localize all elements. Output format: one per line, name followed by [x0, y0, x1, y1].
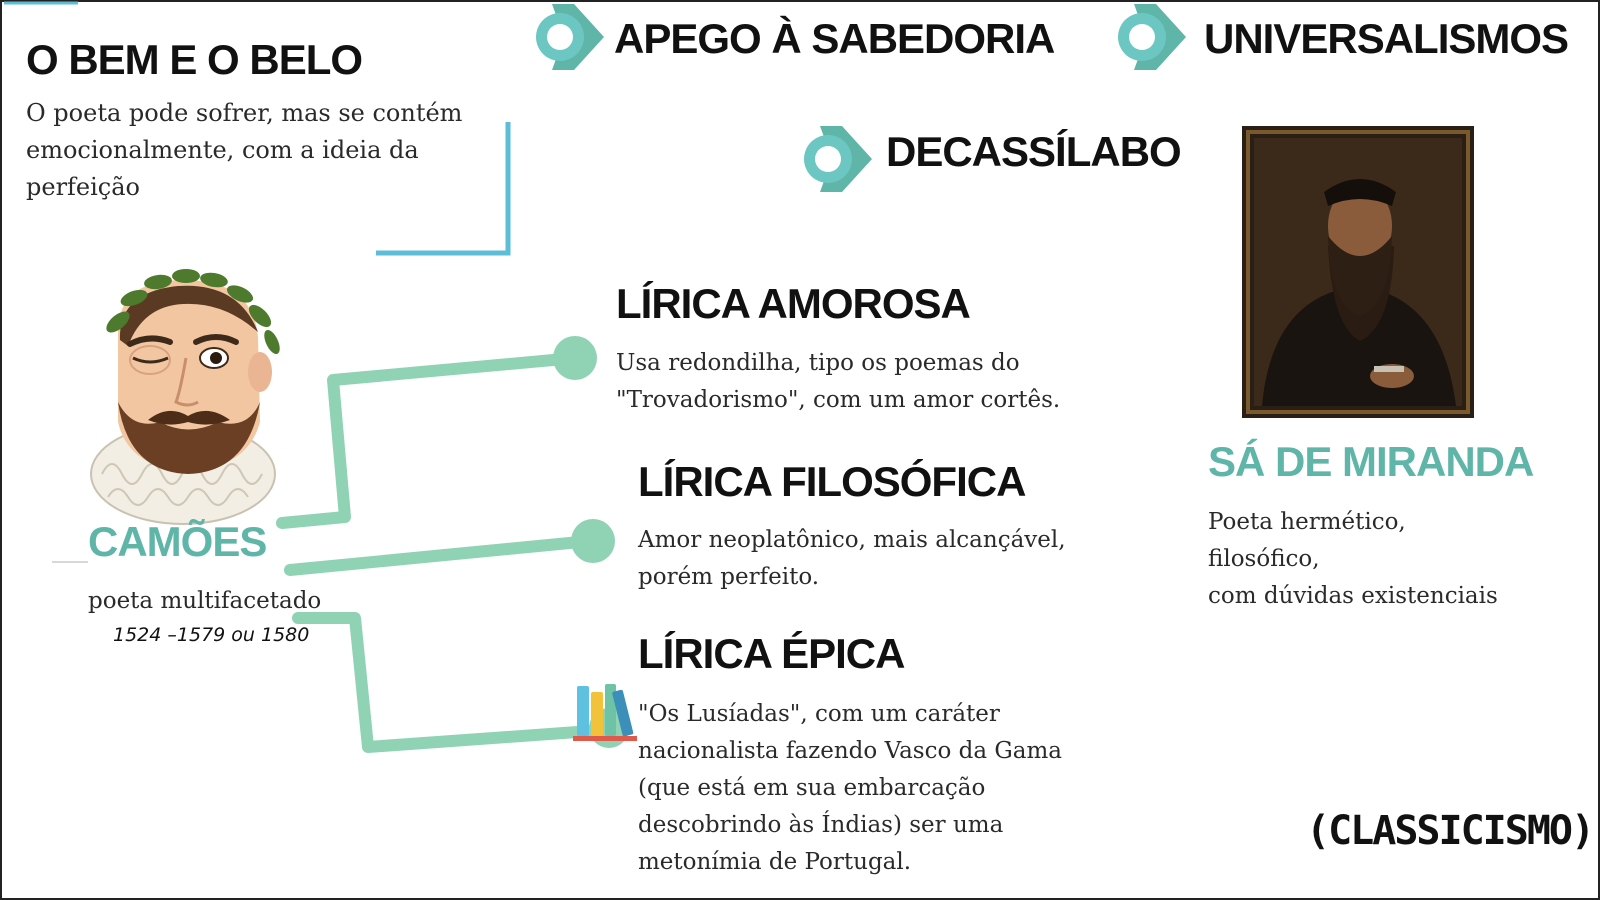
amorosa-title: LÍRICA AMOROSA — [616, 280, 971, 327]
filosofica-title: LÍRICA FILOSÓFICA — [638, 458, 1026, 505]
text-line: metonímia de Portugal. — [638, 849, 912, 875]
node-amorosa — [553, 336, 597, 380]
books-icon — [573, 684, 637, 741]
connector-filosofica — [284, 535, 596, 576]
arrow-circle-icon — [536, 4, 604, 70]
text-line: "Trovadorismo", com um amor cortês. — [616, 387, 1061, 413]
text-line: emocionalmente, com a ideia da — [26, 136, 419, 164]
bem-belo-text: O poeta pode sofrer, mas se contém emoci… — [26, 95, 462, 206]
text-line: perfeição — [26, 173, 140, 201]
text-line: Poeta hermético, — [1208, 509, 1406, 535]
filosofica-text: Amor neoplatônico, mais alcançável, poré… — [638, 522, 1066, 596]
text-line: Amor neoplatônico, mais alcançável, — [638, 527, 1066, 553]
camoes-subtitle: poeta multifacetado — [88, 588, 322, 614]
epica-title: LÍRICA ÉPICA — [638, 630, 905, 677]
camoes-portrait — [90, 269, 280, 525]
epica-text: "Os Lusíadas", com um caráter nacionalis… — [638, 696, 1062, 881]
camoes-dates: 1524 –1579 ou 1580 — [113, 624, 310, 646]
text-line: nacionalista fazendo Vasco da Gama — [638, 738, 1062, 764]
sa-de-miranda-portrait — [1242, 126, 1474, 418]
text-line: filosófico, — [1208, 546, 1320, 572]
arrow-circle-icon — [1118, 4, 1186, 70]
sa-de-miranda-name: SÁ DE MIRANDA — [1208, 438, 1534, 485]
amorosa-text: Usa redondilha, tipo os poemas do "Trova… — [616, 345, 1060, 419]
connector-amorosa — [276, 352, 581, 529]
arrow-circle-icon — [804, 126, 872, 192]
sa-de-miranda-text: Poeta hermético, filosófico, com dúvidas… — [1208, 504, 1498, 615]
text-line: "Os Lusíadas", com um caráter — [638, 701, 1000, 727]
text-line: porém perfeito. — [638, 564, 820, 590]
text-line: com dúvidas existenciais — [1208, 583, 1498, 609]
node-filosofica — [571, 519, 615, 563]
corner-bracket — [376, 122, 511, 256]
connector-epica — [292, 612, 611, 753]
decassilabo-heading: DECASSÍLABO — [886, 128, 1182, 175]
apego-heading: APEGO À SABEDORIA — [614, 15, 1055, 62]
camoes-name: CAMÕES — [88, 518, 267, 565]
text-line: descobrindo às Índias) ser uma — [638, 812, 1004, 838]
universalismos-heading: UNIVERSALISMOS — [1204, 15, 1569, 62]
classicismo-label: (CLASSICISMO) — [1306, 808, 1595, 854]
text-line: (que está em sua embarcação — [638, 775, 986, 801]
text-line: Usa redondilha, tipo os poemas do — [616, 350, 1020, 376]
bem-belo-title: O BEM E O BELO — [26, 36, 363, 83]
text-line: O poeta pode sofrer, mas se contém — [26, 99, 463, 127]
